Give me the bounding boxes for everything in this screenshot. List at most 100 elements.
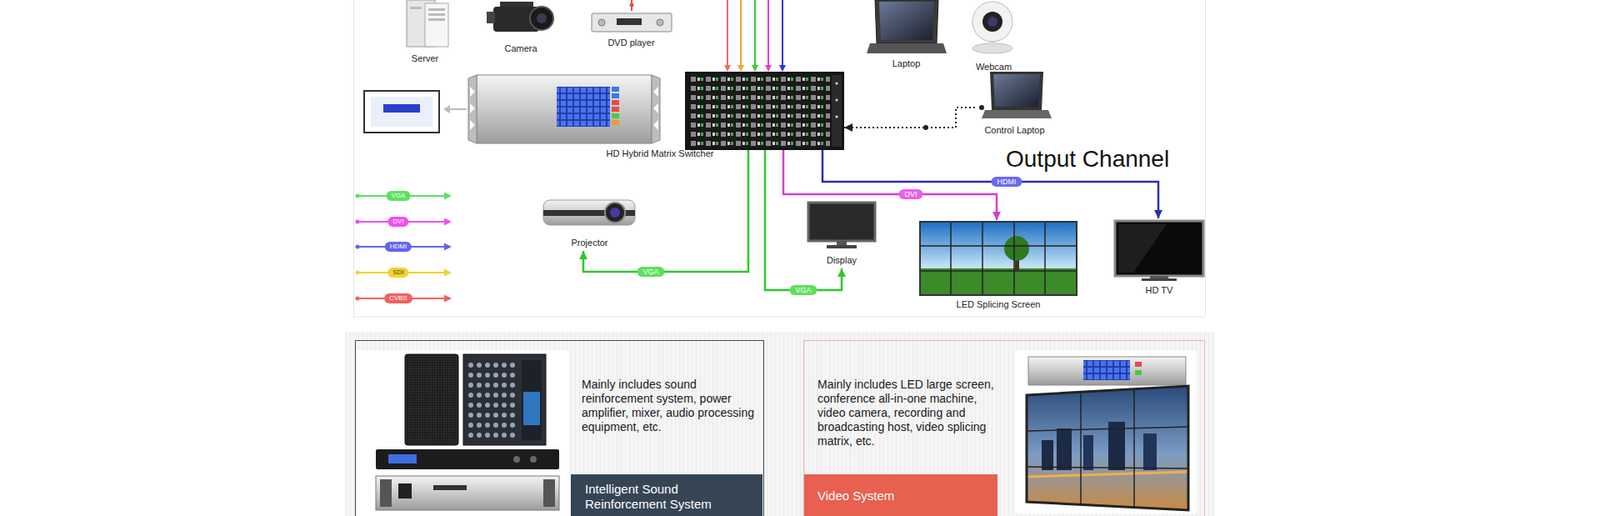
video-equipment-picture — [1041, 440, 1054, 470]
audio-equipment-picture — [357, 350, 570, 516]
control-unit-icon — [653, 86, 659, 97]
led-splicing-screen-icon — [1044, 221, 1046, 295]
signal-label: VGA — [636, 266, 665, 277]
video-equipment-picture — [1133, 389, 1135, 508]
legend-item: HDMI — [355, 240, 452, 253]
dvd-player-icon — [591, 0, 672, 32]
webcam-icon — [972, 1, 1013, 42]
legend-line-sample — [444, 218, 452, 226]
server-icon — [428, 13, 445, 16]
section-heading: Output Channel — [1005, 145, 1170, 173]
dvd-player-icon — [591, 13, 672, 32]
server-icon — [425, 3, 449, 47]
matrix-chassis — [835, 115, 839, 119]
control-laptop-icon — [993, 74, 1040, 107]
video-equipment-picture — [1056, 428, 1072, 470]
legend-line-sample — [444, 192, 452, 200]
hd-tv-icon — [1115, 220, 1204, 276]
legend-line-sample — [444, 295, 452, 303]
legend-item: SDI — [355, 266, 452, 279]
hd-tv-icon — [1115, 220, 1204, 281]
control-unit-icon — [611, 120, 620, 125]
input-wires — [724, 0, 786, 72]
device-label: Webcam — [975, 61, 1012, 73]
control-unit-icon — [476, 75, 652, 144]
server-icon — [428, 8, 445, 11]
device-node: DVD player — [583, 0, 680, 51]
video-equipment-picture — [1028, 356, 1186, 385]
background-band — [345, 0, 1215, 516]
projector-icon — [605, 202, 625, 223]
device-node: Camera — [479, 0, 563, 57]
device-label: Control Laptop — [984, 125, 1045, 136]
server-icon — [428, 18, 445, 21]
screen-thumbnail — [364, 90, 440, 133]
audio-equipment-picture — [380, 479, 392, 507]
system-panel: Video SystemMainly includes LED large sc… — [803, 340, 1205, 516]
device-node: Control Laptop — [975, 70, 1055, 139]
device-node: Display — [800, 200, 884, 269]
hd-tv-icon — [1141, 278, 1177, 281]
legend-label: DVI — [387, 216, 409, 227]
audio-equipment-picture — [355, 340, 765, 516]
webcam-icon — [982, 11, 1003, 32]
signal-label: HDMI — [991, 176, 1023, 187]
projector-icon — [543, 200, 635, 225]
input-wires — [740, 0, 742, 65]
control-unit-icon — [611, 93, 620, 99]
screen-thumbnail — [364, 90, 440, 133]
device-node: Projector — [537, 193, 642, 251]
input-wires — [765, 65, 772, 72]
device-label: HD TV — [1145, 285, 1174, 296]
audio-equipment-picture — [513, 455, 520, 463]
dvd-player-icon — [656, 19, 664, 26]
led-splicing-screen-icon — [920, 221, 1077, 295]
input-wires — [726, 0, 729, 65]
screen-thumbnail — [383, 104, 420, 113]
projector-icon — [610, 207, 620, 218]
description-text: Mainly includes sound reinforcement syst… — [581, 377, 755, 435]
input-wires — [724, 65, 731, 72]
input-wires — [781, 0, 784, 65]
control-unit-icon — [653, 103, 659, 114]
system-title-box: Intelligent Sound Reinforcement System — [570, 474, 763, 516]
legend-label: VGA — [386, 190, 411, 201]
control-laptop-icon — [981, 110, 1052, 119]
audio-equipment-picture — [398, 483, 412, 499]
device-node: Laptop — [862, 0, 950, 72]
audio-equipment-picture — [530, 455, 537, 463]
control-unit-icon — [556, 86, 610, 127]
audio-equipment-picture — [405, 354, 459, 445]
signal-cable — [583, 150, 749, 272]
video-equipment-picture — [1026, 389, 1189, 508]
led-splicing-screen-icon — [1004, 235, 1030, 261]
input-wires — [737, 65, 745, 72]
control-unit-icon — [468, 75, 660, 144]
led-splicing-screen-icon — [920, 268, 1077, 295]
description-text: Mainly includes LED large screen, confer… — [817, 377, 1008, 449]
camera-icon — [530, 6, 554, 30]
screen-thumbnail — [370, 96, 433, 127]
control-laptop-icon — [979, 105, 985, 110]
matrix-chassis — [685, 71, 845, 150]
control-unit-icon — [470, 103, 475, 114]
led-splicing-screen-icon — [920, 221, 1077, 295]
matrix-chassis — [685, 71, 845, 150]
video-equipment-picture — [1026, 426, 1189, 431]
video-equipment-picture — [1083, 360, 1130, 380]
input-wires — [779, 65, 786, 72]
audio-equipment-picture — [433, 485, 467, 490]
device-node: HD TV — [1112, 218, 1206, 299]
legend-label: HDMI — [385, 241, 412, 252]
device-label: Camera — [504, 43, 537, 55]
audio-equipment-picture — [355, 340, 765, 516]
led-splicing-screen-icon — [981, 221, 984, 295]
device-node: Webcam — [958, 0, 1030, 75]
audio-equipment-picture — [463, 354, 546, 445]
legend-item: DVI — [355, 215, 452, 228]
control-laptop-icon — [923, 71, 1052, 130]
system-panel: Intelligent Sound Reinforcement System Ma… — [355, 340, 765, 516]
matrix-chassis — [835, 82, 839, 85]
